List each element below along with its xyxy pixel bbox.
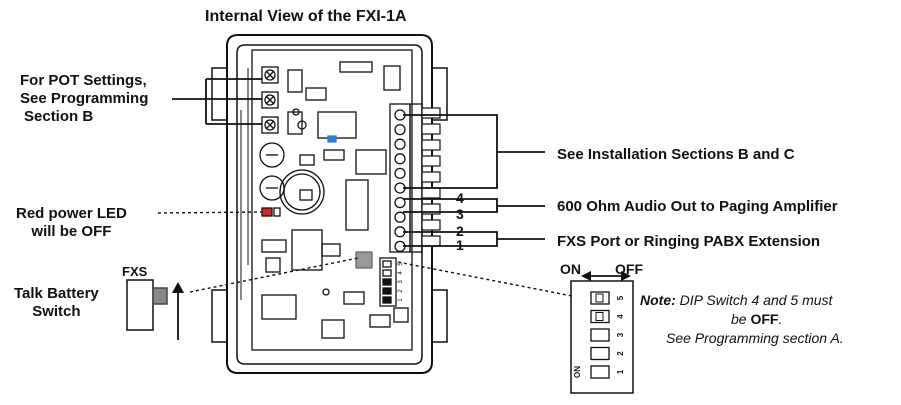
- dip-switch-knob: [595, 293, 604, 303]
- connector-fin: [421, 155, 441, 167]
- dip-switch-knob: [595, 312, 604, 321]
- note-prefix: Note:: [640, 292, 676, 308]
- terminal-number-3: 3: [456, 206, 464, 222]
- terminal-screw: [394, 211, 406, 223]
- device-housing: [211, 34, 448, 374]
- pot-callout-line1: For POT Settings,: [20, 72, 147, 89]
- terminal-number-2: 2: [456, 223, 464, 239]
- dip-switch-number: 1: [616, 369, 625, 374]
- terminal-screw: [394, 196, 406, 209]
- connector-fin: [421, 123, 441, 135]
- connector-fin: [421, 219, 441, 231]
- circuit-board: [251, 49, 423, 351]
- talk-callout-line1: Talk Battery: [14, 285, 99, 302]
- potentiometers: [261, 66, 279, 134]
- pot-callout-line3: Section B: [24, 108, 94, 125]
- board-dip-number: 1: [398, 298, 404, 302]
- note-line1: DIP Switch 4 and 5 must: [675, 292, 833, 308]
- led-callout: Red power LED will be OFF: [16, 205, 127, 241]
- arrowheads: [172, 271, 631, 293]
- diagram-title: Internal View of the FXI-1A: [205, 8, 407, 25]
- pot-callout-line2: See Programming: [20, 90, 149, 107]
- board-dip-number: 3: [398, 280, 404, 284]
- note-off-word: OFF: [750, 311, 779, 327]
- terminal-screw: [394, 123, 406, 136]
- dip-switch-inset: [570, 280, 634, 394]
- dip-on-label: ON: [560, 261, 581, 277]
- note-line3: See Programming section A.: [666, 330, 844, 346]
- led-callout-line2: will be OFF: [31, 223, 112, 240]
- connector-fins: [421, 107, 441, 247]
- board-dip-number: 5: [398, 262, 404, 266]
- terminal-screw: [394, 138, 406, 150]
- talk-battery-callout: Talk Battery Switch: [14, 285, 99, 321]
- dip-switch-1: [590, 365, 610, 379]
- dip-switch-number: 4: [616, 314, 625, 319]
- dip-off-label: OFF: [615, 261, 643, 277]
- note-line2a: be: [731, 311, 751, 327]
- dip-side-on-label: ON: [573, 366, 582, 378]
- note-line2b: .: [778, 311, 783, 327]
- installation-callout: See Installation Sections B and C: [557, 146, 795, 163]
- talk-battery-switch: [126, 279, 168, 331]
- dip-switch-note: Note: DIP Switch 4 and 5 must be OFF. Se…: [636, 291, 844, 348]
- dip-switch-2: [590, 346, 610, 361]
- dip-switch-positions: 5 4 3 2 1 ON: [573, 291, 625, 379]
- talk-callout-line2: Switch: [32, 303, 81, 320]
- connector-fin: [421, 203, 441, 215]
- terminal-screw: [394, 153, 406, 165]
- dotted-leaders: [157, 211, 573, 297]
- connector-fin: [421, 107, 441, 119]
- dip-switch-number: 5: [616, 295, 625, 300]
- board-dip-number: 4: [398, 271, 404, 275]
- board-dip-switch: [379, 257, 397, 307]
- fxs-port-callout: FXS Port or Ringing PABX Extension: [557, 233, 821, 250]
- connector-fin: [421, 235, 441, 247]
- pot-settings-callout: For POT Settings, See Programming Sectio…: [20, 72, 148, 126]
- board-dip-number: 2: [398, 289, 404, 293]
- leader-lines: [172, 78, 623, 340]
- audio-out-callout: 600 Ohm Audio Out to Paging Amplifier: [557, 198, 838, 215]
- terminal-number-1: 1: [456, 237, 464, 253]
- led-callout-line1: Red power LED: [16, 205, 127, 222]
- terminal-screw: [394, 167, 406, 180]
- terminal-number-4: 4: [456, 190, 464, 206]
- dip-switch-3: [590, 328, 610, 342]
- dip-switch-number: 3: [616, 332, 625, 337]
- dip-switch-number: 2: [616, 351, 625, 356]
- connector-fin: [421, 139, 441, 151]
- fxs-switch-label: FXS: [122, 264, 148, 279]
- connector-fin: [421, 171, 441, 183]
- terminal-screws: [394, 109, 406, 253]
- connector-fin: [421, 187, 441, 199]
